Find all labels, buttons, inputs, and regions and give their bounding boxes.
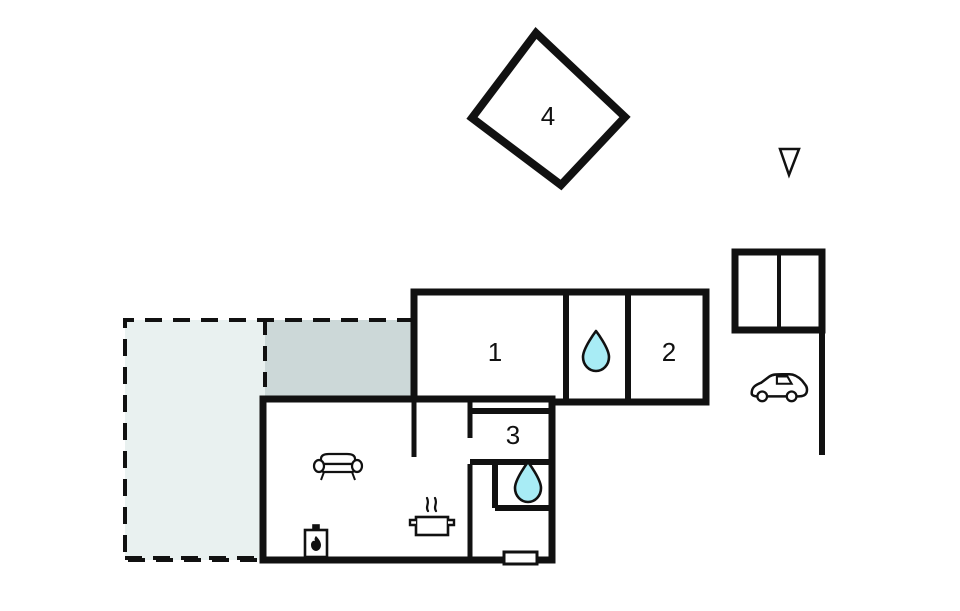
carport: [731, 248, 826, 334]
upper-wing: [410, 288, 710, 406]
water-drop-icon: [513, 460, 543, 504]
lower-wing: [259, 395, 556, 564]
annex-room-4: [466, 27, 631, 191]
room-label-4: 4: [541, 101, 555, 131]
cooking-pot-icon: [408, 496, 456, 537]
front-door-leaf[interactable]: [502, 550, 539, 566]
annex-room-4-outline: [466, 27, 631, 191]
terrace-area-covered: [265, 320, 414, 399]
north-arrow-icon: [778, 147, 801, 179]
car-icon: [750, 373, 809, 403]
room-label-3: 3: [506, 420, 520, 450]
fireplace-icon: [303, 524, 329, 559]
upper-wing-outline: [410, 288, 710, 406]
water-drop-icon: [581, 329, 611, 373]
room-label-2: 2: [662, 337, 676, 367]
room-label-1: 1: [488, 337, 502, 367]
sofa-icon: [312, 452, 364, 481]
front-door-opening[interactable]: [502, 550, 539, 566]
terrace-dashed-outline: [123, 318, 414, 562]
